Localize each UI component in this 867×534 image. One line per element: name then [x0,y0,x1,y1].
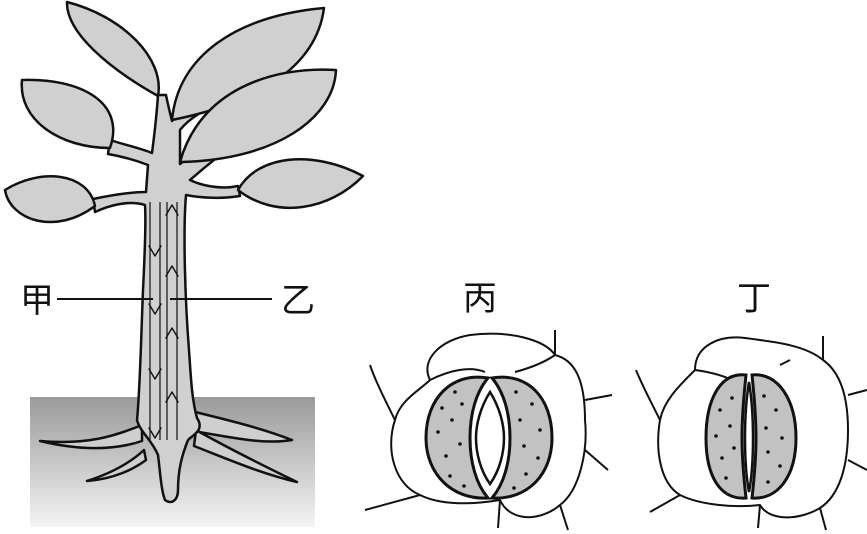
stoma-open: 丙 [364,279,613,531]
label-stoma-open: 丙 [463,279,497,319]
arrow-down-icon [148,245,162,257]
guard-cell-left [704,373,748,500]
arrow-up-icon [165,327,179,339]
label-left-vessel: 甲 [20,281,54,321]
plant: 甲 乙 [3,0,365,527]
label-right-vessel: 乙 [281,281,315,321]
vessels [148,202,179,440]
arrow-up-icon [165,265,179,277]
arrow-up-icon [165,204,179,216]
cell-wall [847,459,867,471]
stomatal-pore-open [474,389,506,487]
stoma-closed: 丁 [635,279,867,531]
chloroplast-dots [714,394,784,484]
label-stoma-closed: 丁 [737,279,771,319]
cell-wall [779,359,791,366]
cell-wall [429,368,486,381]
leaf-low-right [236,158,365,210]
cell-wall [514,354,556,373]
arrow-up-icon [165,391,179,403]
cell-wall [847,389,867,396]
stomatal-pore-closed [743,381,755,493]
cell-wall [649,494,681,513]
cell-wall [584,449,609,471]
cell-wall [584,394,613,401]
cell-wall [364,494,421,511]
root-left-low [85,448,148,483]
cell-wall [819,507,827,531]
cell-wall [369,364,396,421]
cell-wall [497,499,501,529]
cell-wall [559,504,569,531]
root-right-low [192,428,299,484]
guard-cell-right [488,375,554,500]
chloroplast-dots [436,390,542,490]
arrow-down-icon [148,427,162,439]
roots [38,410,299,484]
leaf-low-left [3,175,97,224]
leaf-mid-right [178,68,338,164]
leaf-top-left [65,0,160,98]
cell-wall [635,369,661,421]
arrow-down-icon [148,368,162,380]
root-left [38,423,144,450]
guard-cell-right [750,373,798,500]
root-right [191,410,294,443]
leaf-mid-left [20,78,115,150]
cell-wall [757,504,761,529]
arrow-down-icon [148,303,162,315]
